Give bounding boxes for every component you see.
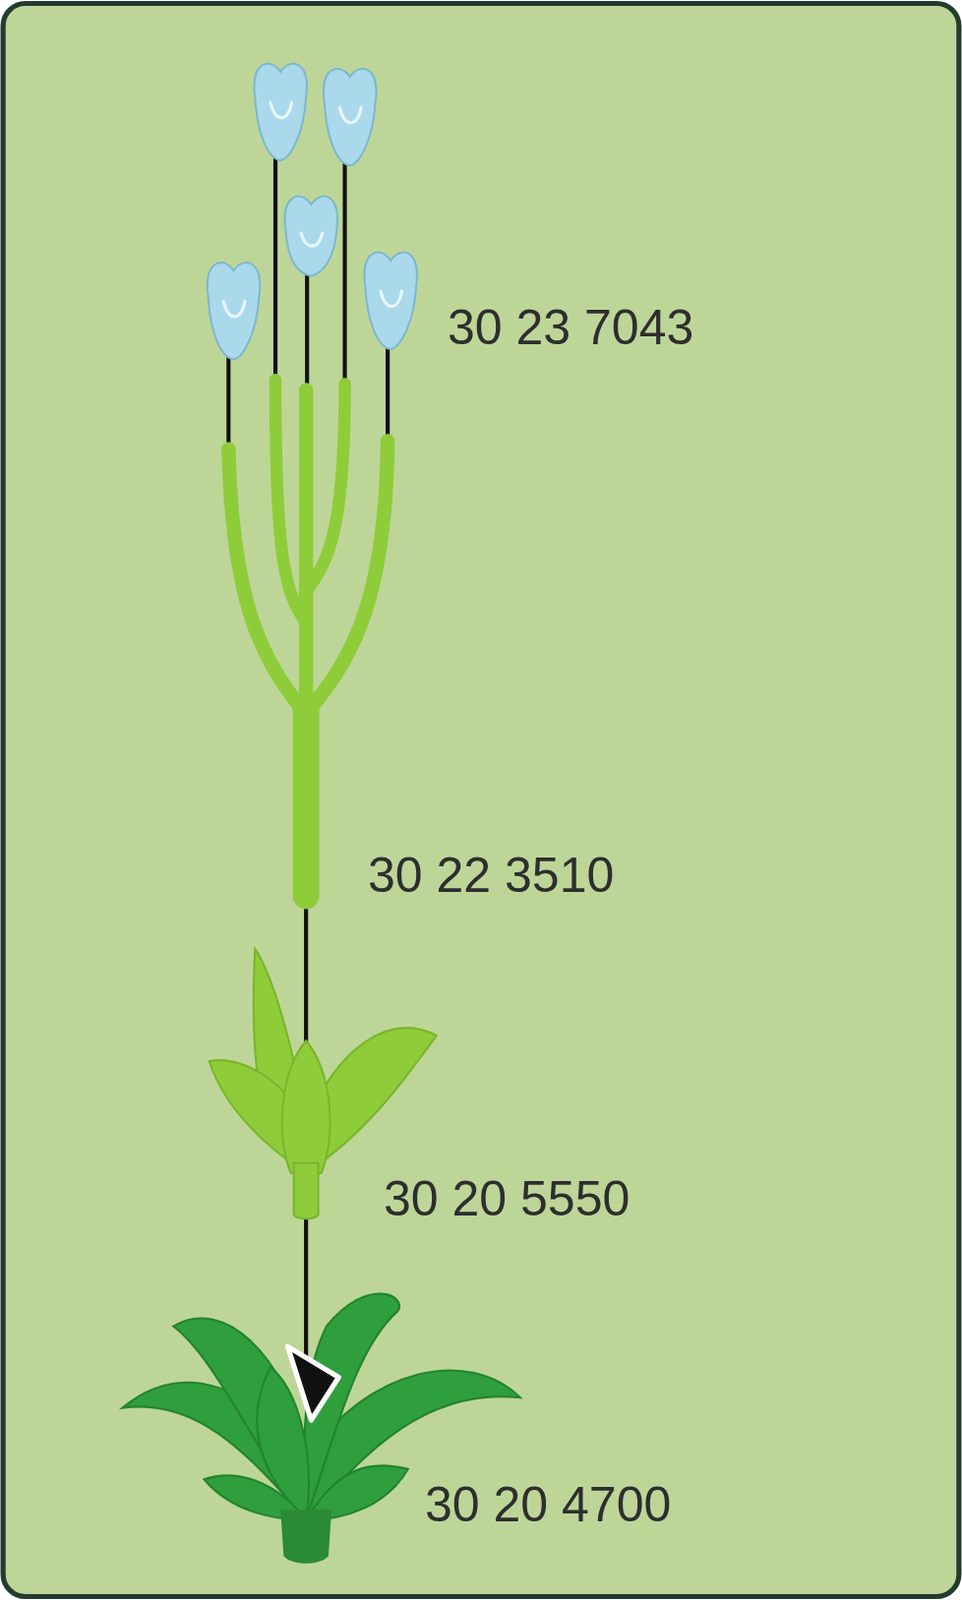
part-number: 30 22 3510: [367, 850, 614, 901]
part-number: 30 20 4700: [424, 1480, 671, 1530]
part-number: 30 23 7043: [447, 302, 694, 353]
part-number: 30 20 5550: [383, 1174, 630, 1224]
